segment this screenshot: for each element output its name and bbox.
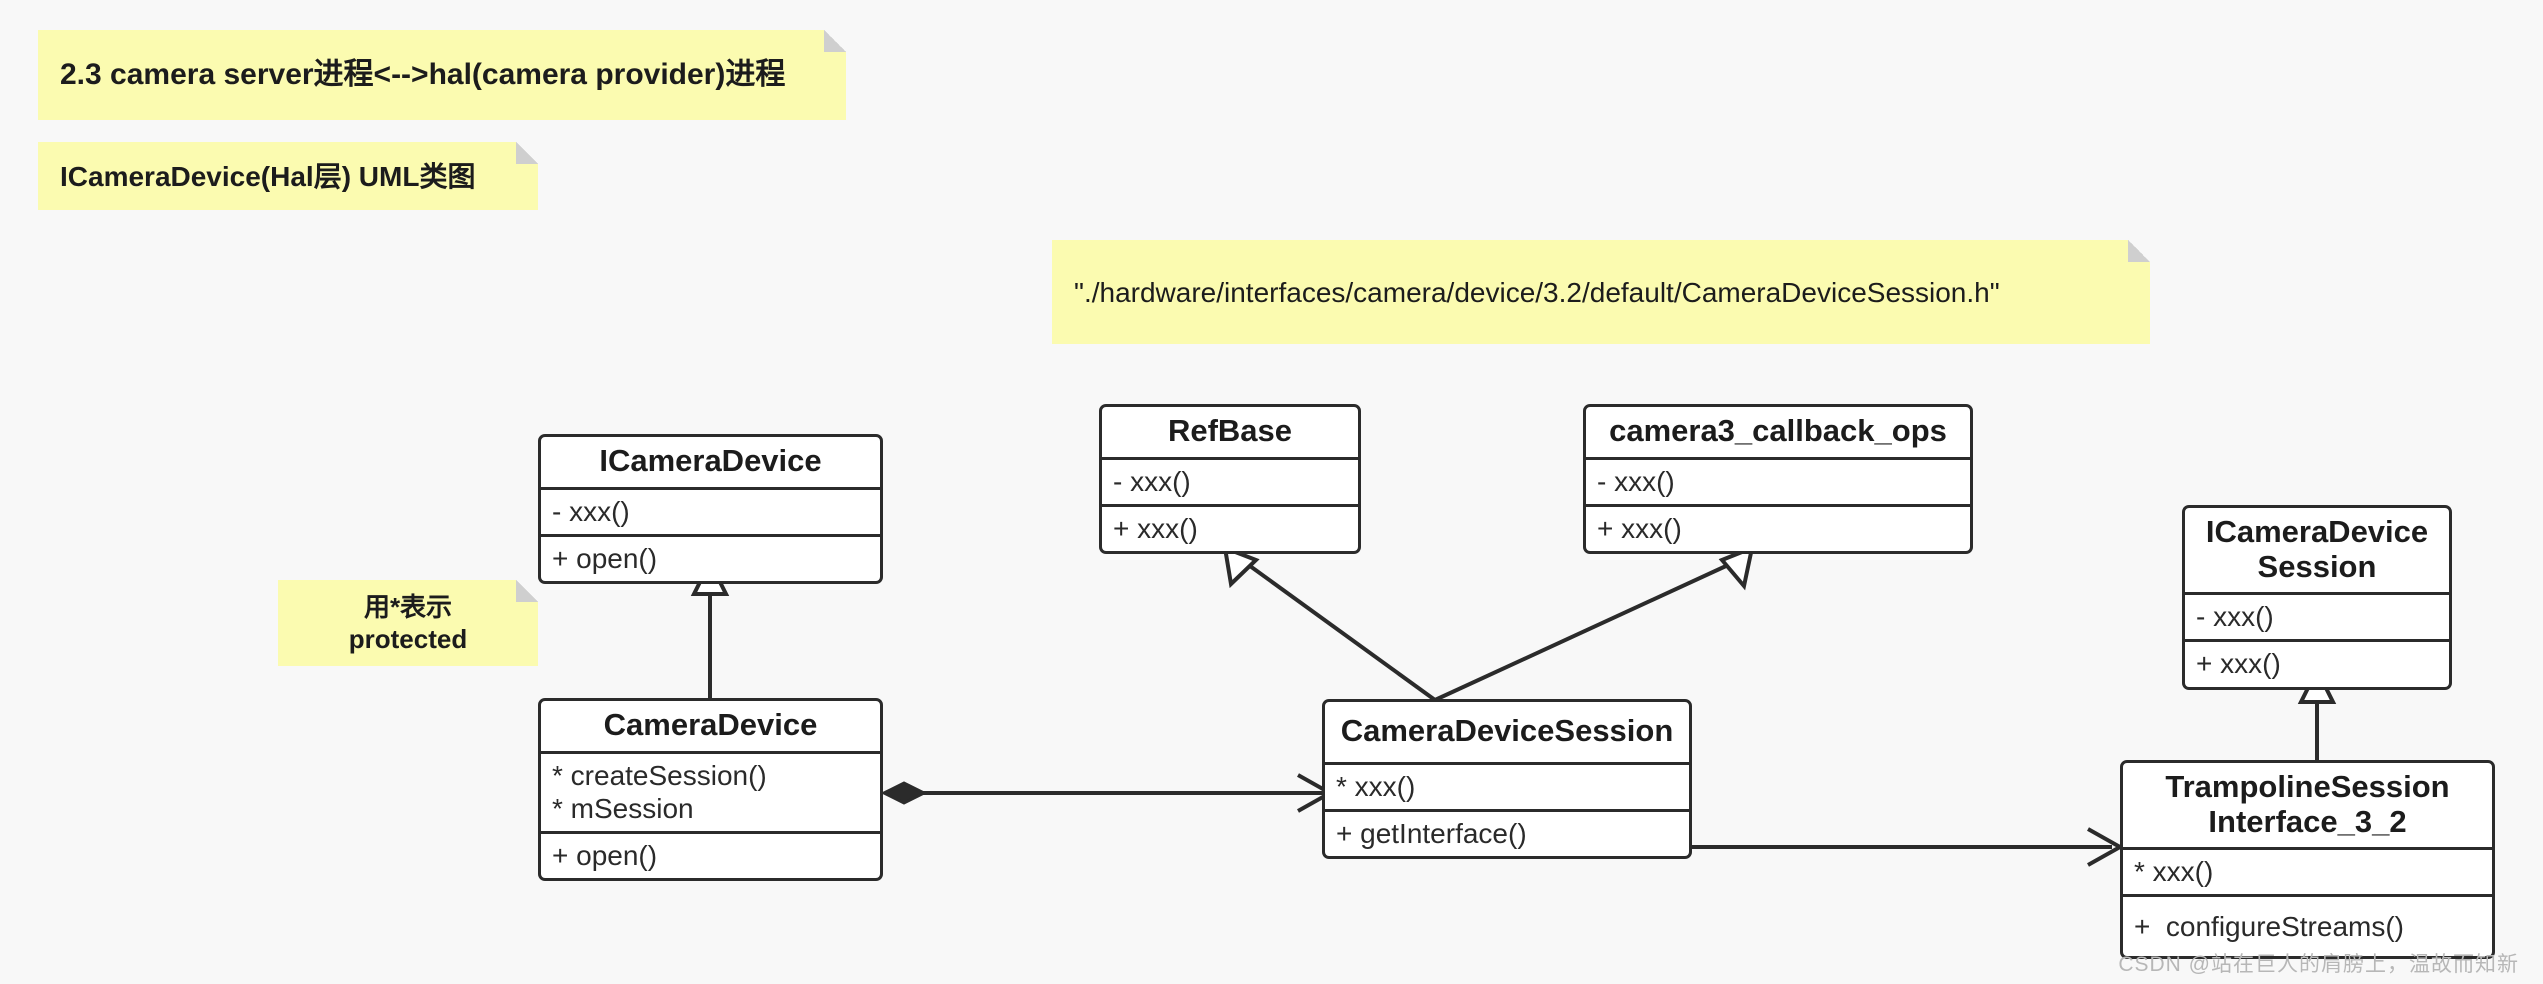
class-member: + configureStreams() — [2134, 911, 2404, 943]
generalization-cameradevicesession-to-refbase — [1222, 544, 1437, 702]
class-name-cameradevice: CameraDevice — [603, 707, 818, 742]
class-name-camera3-callback-ops: camera3_callback_ops — [1609, 413, 1947, 448]
class-member: + getInterface() — [1336, 817, 1527, 849]
association-cameradevicesession-to-trampolinesession — [1690, 827, 2125, 867]
class-member: * mSession — [552, 792, 694, 824]
divider — [2185, 592, 2449, 596]
methods-cameradevicesession: + getInterface() — [1325, 812, 1689, 856]
divider — [2185, 639, 2449, 643]
class-member: - xxx() — [552, 495, 630, 527]
class-member: * xxx() — [2134, 856, 2214, 888]
note-diagram-subtitle: ICameraDevice(Hal层) UML类图 — [38, 142, 538, 210]
note-section-title-text: 2.3 camera server进程<-->hal(camera provid… — [60, 58, 786, 92]
attributes-icameradevice: - xxx() — [541, 490, 880, 534]
divider — [541, 750, 880, 754]
page-fold-icon — [824, 30, 846, 52]
page-fold-icon — [2128, 240, 2150, 262]
divider — [1325, 761, 1689, 765]
class-member: - xxx() — [2196, 601, 2274, 633]
methods-cameradevice: + open() — [541, 834, 880, 878]
divider — [1586, 503, 1970, 507]
methods-trampolinesessioninterface-3-2: + configureStreams() — [2123, 897, 2492, 955]
divider — [1102, 456, 1358, 460]
note-source-path: "./hardware/interfaces/camera/device/3.2… — [1052, 240, 2150, 344]
class-member: + open() — [552, 542, 658, 574]
note-protected-legend: 用*表示 protected — [278, 580, 538, 666]
attributes-camera3-callback-ops: - xxx() — [1586, 460, 1970, 504]
generalization-cameradevicesession-to-camera3-callback-ops — [1434, 544, 1755, 702]
class-member: + xxx() — [2196, 648, 2281, 680]
class-member: * createSession() — [552, 759, 767, 791]
class-box-icameradevice[interactable]: ICameraDevice - xxx() + open() — [538, 434, 883, 584]
class-member: * xxx() — [1336, 770, 1416, 802]
class-member: + xxx() — [1113, 512, 1198, 544]
class-name-cameradevicesession: CameraDeviceSession — [1340, 713, 1674, 748]
divider — [2123, 847, 2492, 851]
attributes-trampolinesessioninterface-3-2: * xxx() — [2123, 850, 2492, 894]
class-box-cameradevicesession[interactable]: CameraDeviceSession * xxx() + getInterfa… — [1322, 699, 1692, 859]
divider — [1102, 503, 1358, 507]
methods-icameradevice: + open() — [541, 537, 880, 581]
class-member: + open() — [552, 839, 658, 871]
divider — [541, 830, 880, 834]
attributes-cameradevicesession: * xxx() — [1325, 765, 1689, 809]
class-name-icameradevicesession: ICameraDevice Session — [2205, 514, 2429, 584]
attributes-icameradevicesession: - xxx() — [2185, 595, 2449, 639]
methods-camera3-callback-ops: + xxx() — [1586, 507, 1970, 551]
class-box-trampolinesessioninterface-3-2[interactable]: TrampolineSession Interface_3_2 * xxx() … — [2120, 760, 2495, 959]
class-box-camera3-callback-ops[interactable]: camera3_callback_ops - xxx() + xxx() — [1583, 404, 1973, 554]
page-fold-icon — [516, 580, 538, 602]
attributes-refbase: - xxx() — [1102, 460, 1358, 504]
divider — [1325, 808, 1689, 812]
note-source-path-text: "./hardware/interfaces/camera/device/3.2… — [1074, 276, 2000, 308]
class-name-trampolinesessioninterface-3-2: TrampolineSession Interface_3_2 — [2165, 769, 2450, 839]
watermark: CSDN @站在巨人的肩膀上，温故而知新 — [2118, 953, 2519, 976]
class-name-refbase: RefBase — [1167, 413, 1293, 448]
class-box-cameradevice[interactable]: CameraDevice * createSession() * mSessio… — [538, 698, 883, 881]
methods-icameradevicesession: + xxx() — [2185, 642, 2449, 686]
divider — [1586, 456, 1970, 460]
note-section-title: 2.3 camera server进程<-->hal(camera provid… — [38, 30, 846, 120]
page-fold-icon — [516, 142, 538, 164]
methods-refbase: + xxx() — [1102, 507, 1358, 551]
note-protected-legend-text: 用*表示 protected — [348, 591, 468, 655]
class-member: + xxx() — [1597, 512, 1682, 544]
divider — [541, 533, 880, 537]
class-name-icameradevice: ICameraDevice — [599, 443, 822, 478]
class-box-icameradevicesession[interactable]: ICameraDevice Session - xxx() + xxx() — [2182, 505, 2452, 690]
note-diagram-subtitle-text: ICameraDevice(Hal层) UML类图 — [60, 160, 476, 192]
class-member: - xxx() — [1113, 465, 1191, 497]
attributes-cameradevice: * createSession() * mSession — [541, 754, 880, 831]
class-box-refbase[interactable]: RefBase - xxx() + xxx() — [1099, 404, 1361, 554]
divider — [541, 486, 880, 490]
composition-cameradevice-to-cameradevicesession — [880, 773, 1335, 813]
divider — [2123, 894, 2492, 898]
class-member: - xxx() — [1597, 465, 1675, 497]
